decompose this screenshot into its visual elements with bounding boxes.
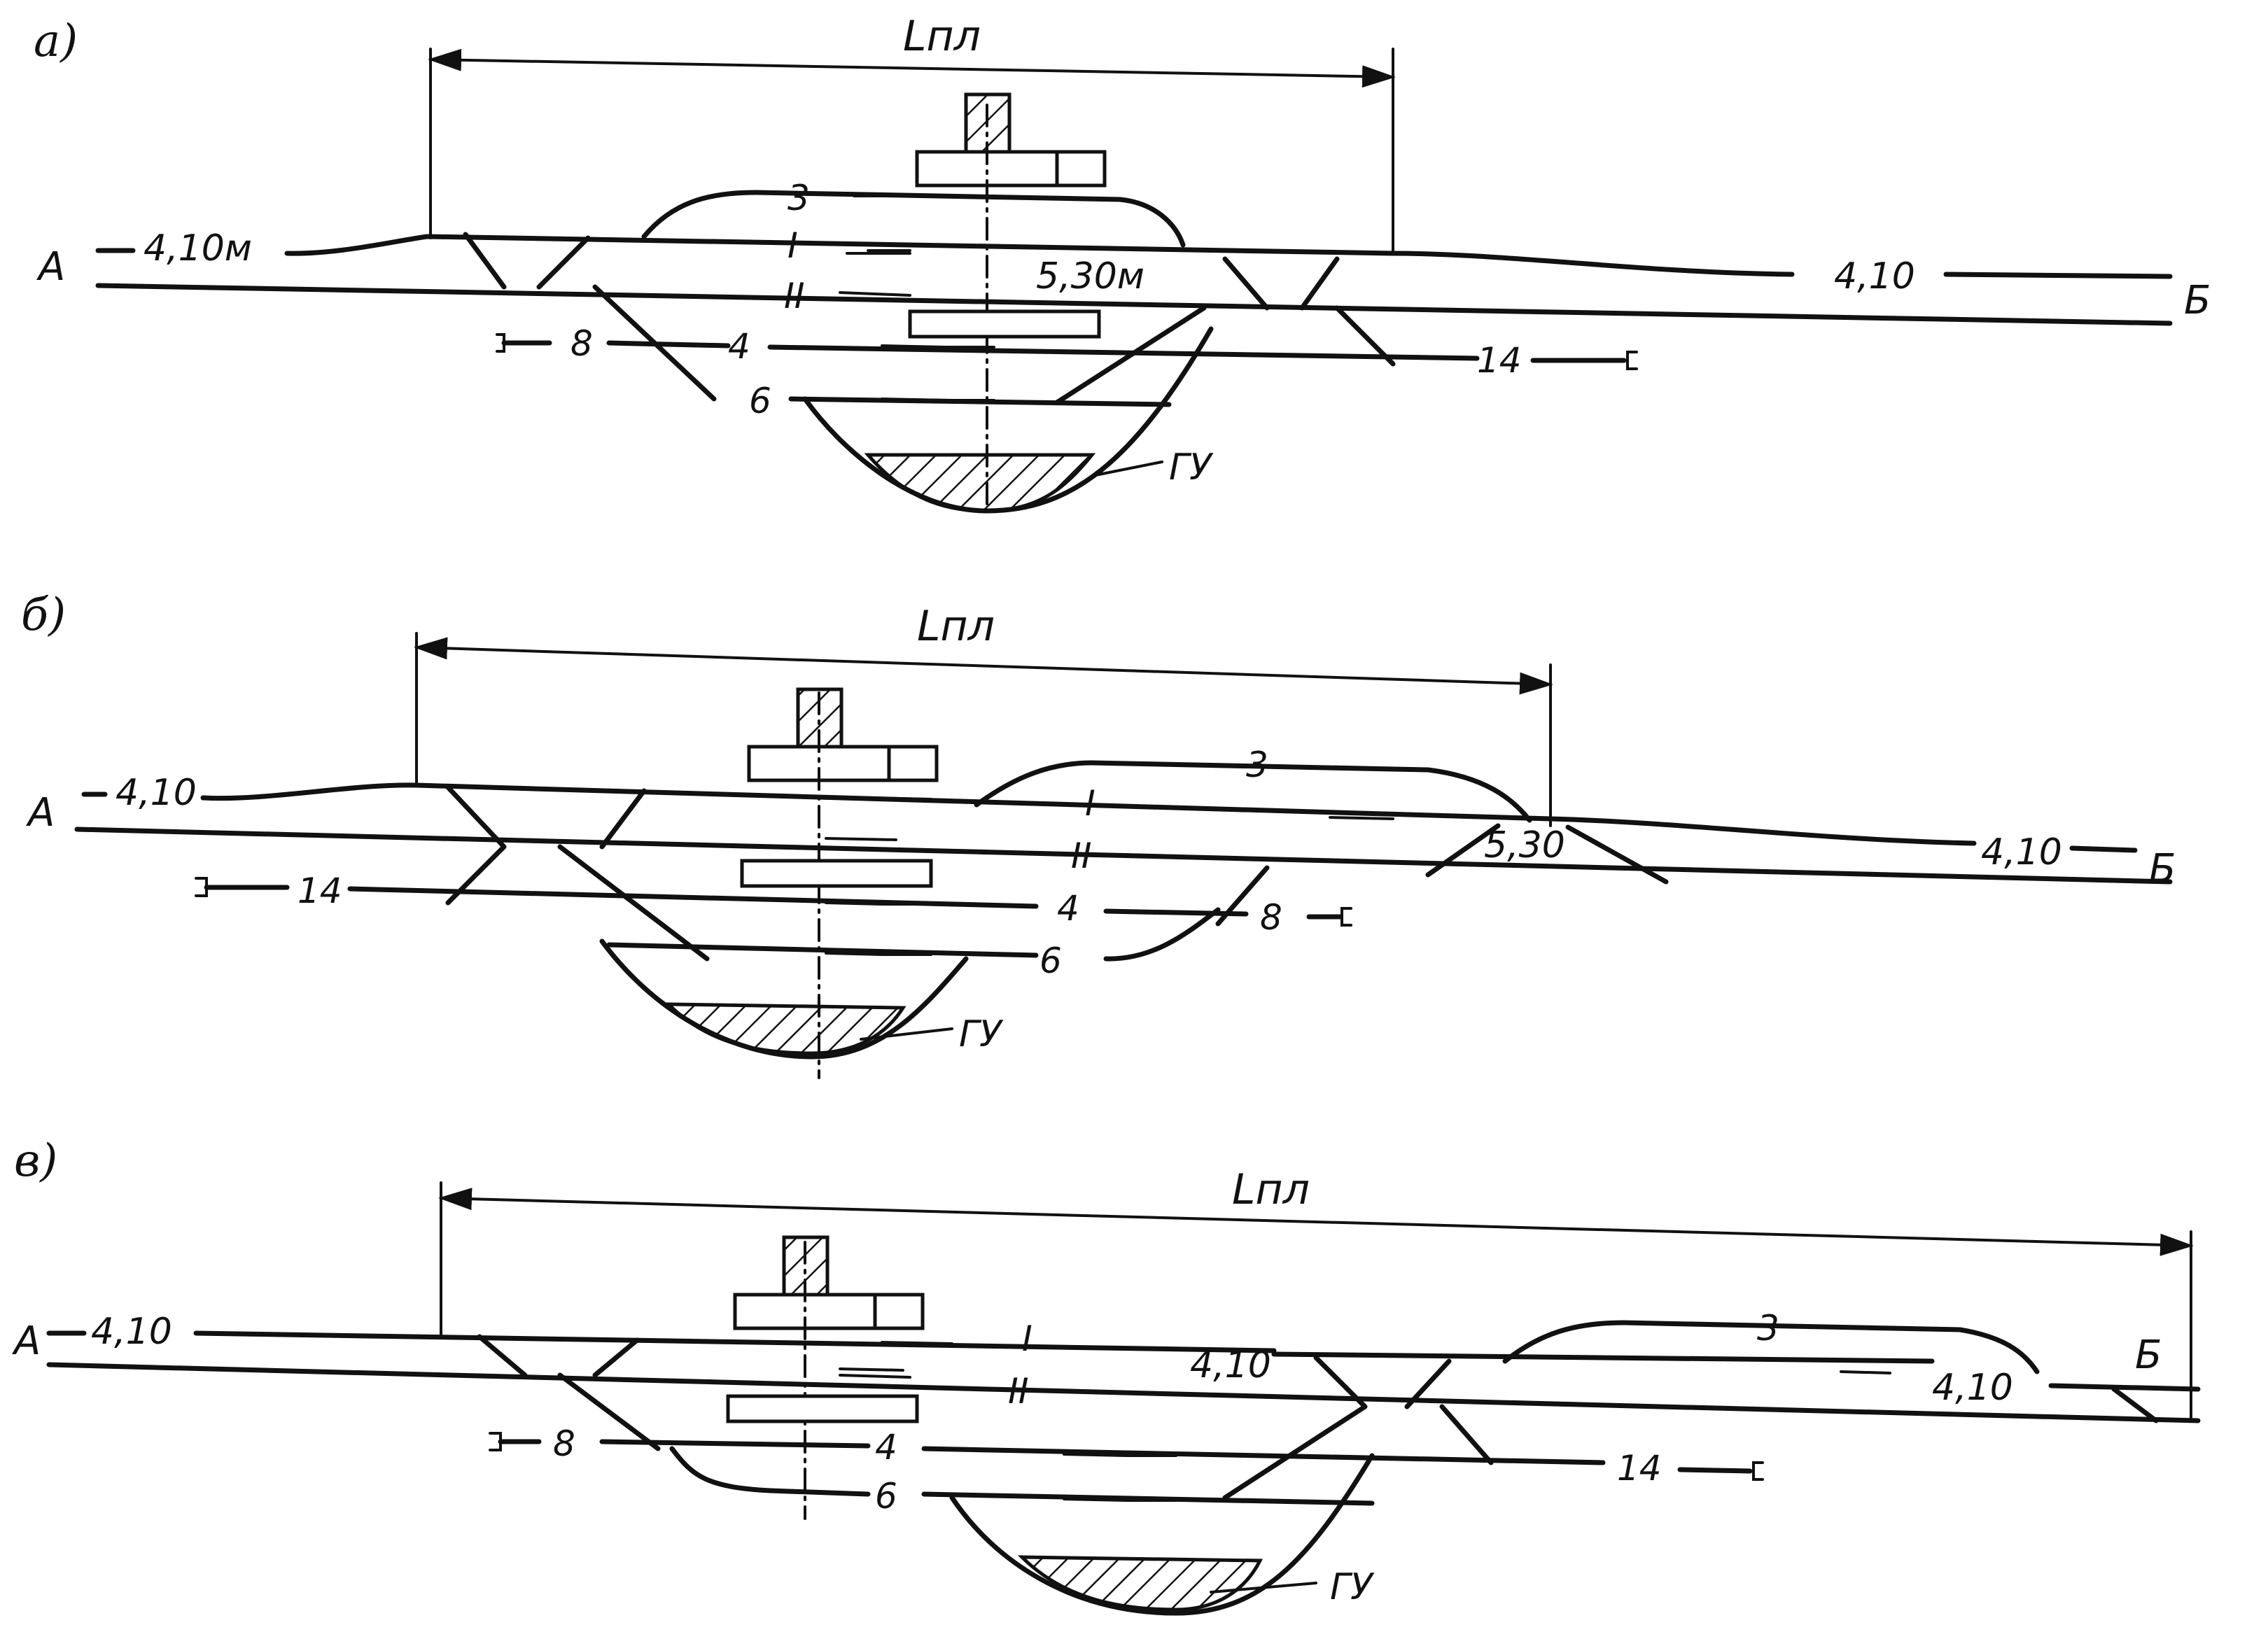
track-label-6: 6 <box>875 1476 897 1517</box>
length-label: Lпл <box>903 12 981 61</box>
track-main-I <box>284 234 1795 277</box>
main-track-label-I: I <box>1085 783 1096 824</box>
cargo-yard <box>864 453 1096 513</box>
crossovers <box>445 785 1669 962</box>
passenger-platform <box>908 309 1101 339</box>
end-left: А <box>26 790 55 836</box>
track-6-curve <box>1103 907 1221 962</box>
main-track-label-I: I <box>788 225 798 266</box>
elevation-left: 4,10м <box>144 227 252 269</box>
station-building <box>747 687 939 782</box>
dimension-line <box>414 637 1553 695</box>
track-label-6: 6 <box>1040 941 1062 981</box>
end-left: А <box>12 1318 41 1364</box>
main-track-label-I: I <box>1022 1318 1032 1359</box>
track-label-6: 6 <box>749 381 771 421</box>
elevation-right: 4,10 <box>1834 255 1915 297</box>
track-8 <box>606 340 731 349</box>
cargo-leader <box>1091 460 1163 477</box>
buffer-stop-right <box>1340 907 1352 927</box>
panel-title: б) <box>21 589 66 641</box>
panel-c: в) Lпл 4,10 А Б I II 4,10 4,10 3 8 4 <box>12 1135 2201 1616</box>
siding-3 <box>641 190 1186 248</box>
track-main-I-mid <box>1271 1351 1935 1364</box>
track-label-14: 14 <box>298 871 342 911</box>
direction-arrows <box>825 796 1394 956</box>
track-label-14: 14 <box>1617 1448 1662 1489</box>
cargo-label: ГУ <box>959 1013 1004 1055</box>
track-main-I-end <box>2048 1383 2201 1392</box>
length-label: Lпл <box>917 602 995 651</box>
track-label-8: 8 <box>570 323 593 364</box>
cargo-yard <box>1017 1555 1264 1612</box>
buffer-stop-right <box>1626 351 1638 370</box>
buffer-stop-right <box>1752 1461 1764 1481</box>
cargo-loop <box>802 326 1214 514</box>
direction-arrows <box>839 195 995 402</box>
dimension-line <box>428 48 1396 88</box>
dimension-line <box>438 1188 2194 1256</box>
siding-3 <box>974 760 1532 823</box>
cargo-leader <box>1210 1582 1317 1594</box>
track-6 <box>606 942 1039 958</box>
main-track-label-II: II <box>1008 1371 1029 1412</box>
siding-label-3: 3 <box>1246 745 1268 785</box>
track-8 <box>1103 908 1249 917</box>
panel-a: а) Lпл 4,10м 4,10 А Б I II 5,30м 3 <box>34 12 2211 514</box>
elevation-mid: 5,30 <box>1484 824 1565 866</box>
end-right: Б <box>2184 278 2211 323</box>
length-label: Lпл <box>1232 1165 1310 1214</box>
track-6 <box>921 1491 1375 1506</box>
track-main-II <box>46 1362 2201 1423</box>
direction-arrows <box>839 1341 1891 1502</box>
track-4 <box>767 344 1480 361</box>
track-6-curve <box>669 1446 871 1497</box>
crossover-4-6 <box>1054 305 1207 405</box>
main-track-label-II: II <box>784 276 805 316</box>
panel-title: а) <box>34 15 78 67</box>
passenger-platform <box>740 859 933 888</box>
panel-b: б) Lпл 4,10 4,10 А Б I II 5,30 3 14 4 8 <box>21 589 2176 1079</box>
cargo-label: ГУ <box>1169 446 1214 488</box>
siding-label-3: 3 <box>788 178 810 218</box>
cargo-loop <box>949 1453 1375 1616</box>
track-4 <box>921 1446 1606 1465</box>
elevation-right: 4,10 <box>1981 831 2062 873</box>
track-main-I <box>200 782 1977 846</box>
track-main-I-end <box>1943 272 2173 279</box>
cargo-label: ГУ <box>1330 1566 1375 1608</box>
track-label-14: 14 <box>1477 340 1522 381</box>
station-building <box>915 92 1107 188</box>
panel-title: в) <box>14 1135 57 1187</box>
track-14-stub <box>1677 1467 1753 1474</box>
main-track-label-II: II <box>1071 836 1092 876</box>
elevation-left: 4,10 <box>115 772 197 814</box>
crossovers <box>477 1334 2159 1500</box>
end-right: Б <box>2149 846 2176 892</box>
elevation-left: 4,10 <box>91 1311 172 1353</box>
elevation-mid: 4,10 <box>1190 1344 1271 1386</box>
track-main-I-end <box>2069 845 2138 853</box>
buffer-stop-left <box>496 333 505 353</box>
cargo-leader <box>860 1027 953 1041</box>
track-label-4: 4 <box>1057 888 1079 929</box>
cargo-loop <box>599 938 969 1060</box>
track-main-II <box>95 283 2173 326</box>
passenger-platform <box>726 1394 919 1423</box>
track-label-4: 4 <box>875 1427 897 1468</box>
track-8 <box>599 1439 871 1449</box>
track-label-8: 8 <box>1260 897 1282 938</box>
elevation-right: 4,10 <box>1932 1367 2013 1409</box>
track-main-I <box>193 1330 1277 1353</box>
end-right: Б <box>2135 1332 2162 1378</box>
siding-label-3: 3 <box>1757 1308 1779 1349</box>
track-main-II <box>74 826 2173 885</box>
siding-3 <box>1502 1320 2040 1374</box>
track-label-4: 4 <box>728 326 750 367</box>
track-label-8: 8 <box>553 1423 575 1464</box>
station-building <box>733 1235 925 1330</box>
elevation-mid: 5,30м <box>1036 255 1144 297</box>
end-left: А <box>36 244 65 290</box>
